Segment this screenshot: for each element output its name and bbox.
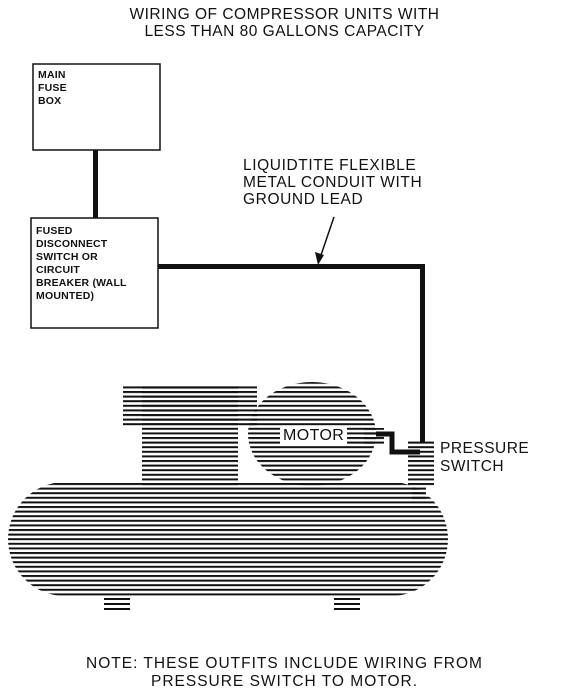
fuse-box-label: MAIN FUSE BOX [38,69,67,108]
diagram-title: WIRING OF COMPRESSOR UNITS WITH LESS THA… [0,6,569,40]
disconnect-line: SWITCH OR [36,251,98,263]
conduit-label-line: GROUND LEAD [243,191,364,208]
conduit-leader-arrowhead [315,252,324,265]
pressure-switch-label: PRESSURE SWITCH [440,440,529,476]
fuse-box-line: MAIN [38,69,66,81]
motor-to-switch-wire [376,431,420,455]
conduit-leader-line [319,216,335,259]
compressor-pump [123,386,257,486]
conduit-label-line: LIQUIDTITE FLEXIBLE [243,157,417,174]
fuse-box-line: FUSE [38,82,67,94]
disconnect-line: CIRCUIT [36,264,80,276]
disconnect-label: FUSED DISCONNECT SWITCH OR CIRCUIT BREAK… [36,225,127,303]
disconnect-line: FUSED [36,225,73,237]
note-line-2: PRESSURE SWITCH TO MOTOR. [151,673,418,690]
fuse-to-disconnect-wire [93,150,98,218]
pressure-switch-line: SWITCH [440,458,505,475]
pressure-switch [408,440,434,500]
tank-feet [104,598,360,610]
diagram-note: NOTE: THESE OUTFITS INCLUDE WIRING FROM … [0,655,569,691]
conduit-label: LIQUIDTITE FLEXIBLE METAL CONDUIT WITH G… [243,157,422,208]
disconnect-line: DISCONNECT [36,238,108,250]
fuse-box-line: BOX [38,95,62,107]
air-tank [8,482,448,596]
title-line-1: WIRING OF COMPRESSOR UNITS WITH [129,6,440,23]
disconnect-line: BREAKER (WALL [36,277,127,289]
title-line-2: LESS THAN 80 GALLONS CAPACITY [144,23,425,40]
disconnect-switch-box [30,217,159,329]
conduit-label-line: METAL CONDUIT WITH [243,174,423,191]
conduit-horizontal [158,264,425,269]
disconnect-line: MOUNTED) [36,290,95,302]
pressure-switch-line: PRESSURE [440,440,530,457]
motor-label: MOTOR [280,427,348,445]
note-line-1: NOTE: THESE OUTFITS INCLUDE WIRING FROM [86,655,483,672]
conduit-vertical [420,264,425,442]
